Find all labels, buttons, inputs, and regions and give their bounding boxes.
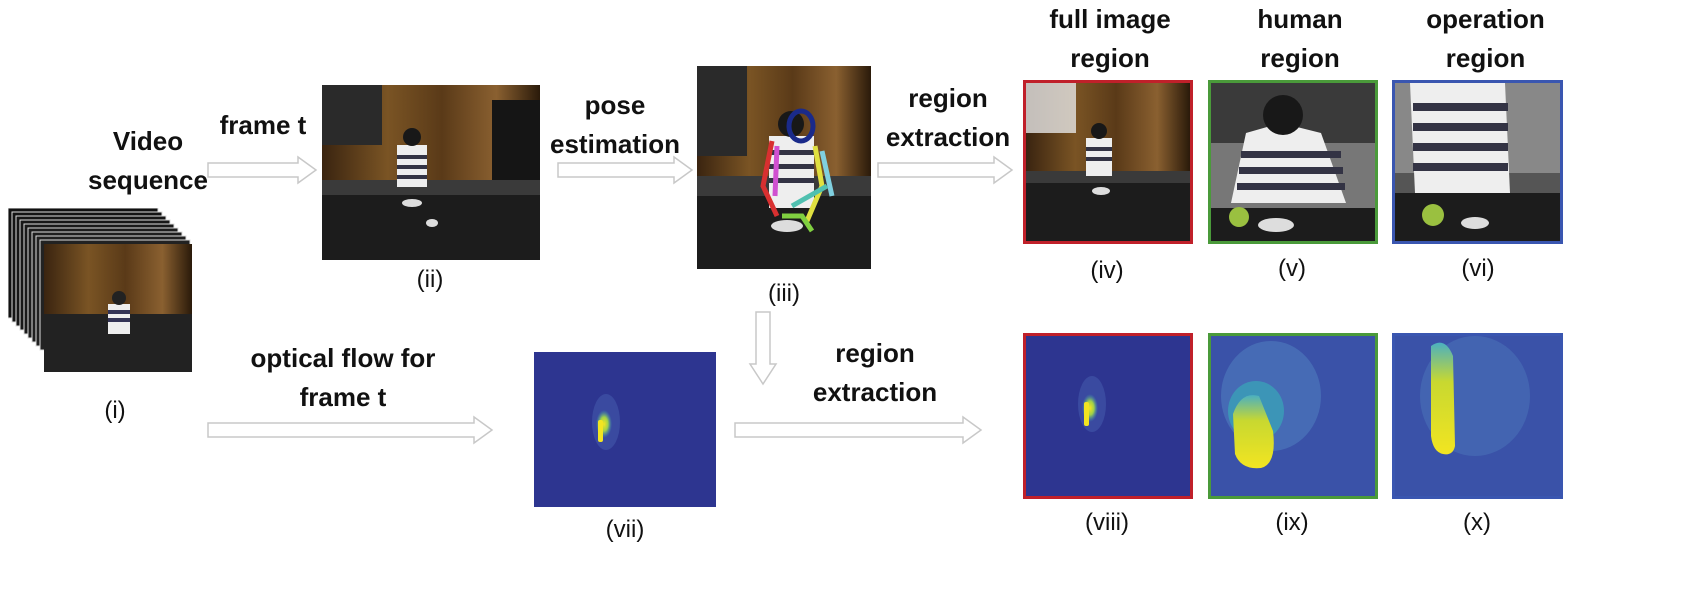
operation-region-image — [1392, 80, 1563, 244]
arrow-frame-t — [207, 155, 318, 185]
frame-t-label: frame t — [219, 110, 307, 140]
full-image-region-image — [1023, 80, 1193, 244]
caption-i: (i) — [104, 397, 126, 424]
full-image-flow-image — [1023, 333, 1193, 499]
pose-estimation-label: pose estimation — [549, 90, 681, 159]
caption-v: (v) — [1278, 255, 1306, 282]
caption-viii: (viii) — [1085, 509, 1129, 536]
frame-t-image — [322, 85, 540, 260]
operation-region-flow-image — [1392, 333, 1563, 499]
caption-vii: (vii) — [605, 516, 645, 543]
arrow-optical-flow — [207, 415, 494, 445]
human-region-image — [1208, 80, 1378, 244]
pose-estimation-image — [697, 66, 871, 269]
caption-iv: (iv) — [1090, 257, 1124, 284]
human-region-flow-image — [1208, 333, 1378, 499]
arrow-region-extraction-bottom — [734, 415, 983, 445]
caption-ix: (ix) — [1275, 509, 1309, 536]
caption-vi: (vi) — [1461, 255, 1495, 282]
arrow-region-extraction-top — [877, 155, 1014, 185]
optical-flow-image — [534, 352, 716, 507]
video-frame-stack — [8, 208, 192, 372]
optical-flow-label: optical flow for frame t — [250, 343, 436, 412]
caption-ii: (ii) — [416, 266, 444, 293]
human-region-label: human region — [1257, 4, 1343, 73]
video-sequence-label: Video sequence — [88, 126, 208, 195]
region-extraction-bottom-label: region extraction — [812, 338, 938, 407]
arrow-pose-down — [748, 311, 778, 386]
operation-region-label: operation region — [1426, 4, 1545, 73]
caption-iii: (iii) — [768, 280, 800, 307]
full-image-region-label: full image region — [1049, 4, 1171, 73]
arrow-pose-estimation — [557, 155, 694, 185]
caption-x: (x) — [1463, 509, 1491, 536]
region-extraction-top-label: region extraction — [885, 83, 1011, 152]
